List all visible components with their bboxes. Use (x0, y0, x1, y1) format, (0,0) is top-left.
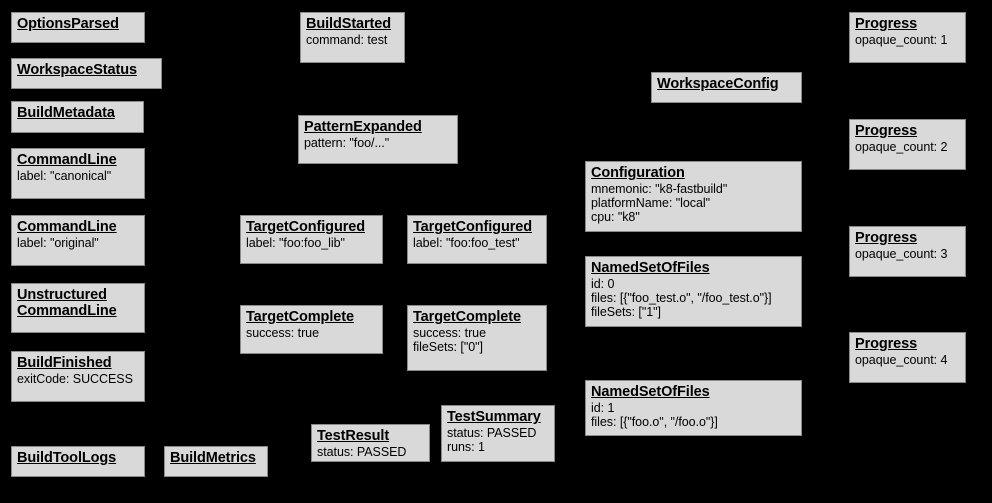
node-title: CommandLine (17, 152, 117, 168)
node-options-parsed[interactable]: OptionsParsed (11, 12, 145, 43)
node-field: opaque_count: 2 (855, 140, 948, 155)
node-field: label: "original" (17, 236, 99, 251)
node-field: files: [{"foo_test.o", "/foo_test.o"}] (591, 291, 772, 306)
node-title: TargetComplete (413, 309, 521, 325)
node-fields: status: PASSED (317, 445, 424, 459)
node-field: cpu: "k8" (591, 210, 640, 225)
node-title: Unstructured CommandLine (17, 287, 117, 320)
node-field: exitCode: SUCCESS (17, 372, 133, 387)
node-field: pattern: "foo/..." (304, 136, 390, 151)
node-field: platformName: "local" (591, 196, 710, 211)
node-field: runs: 1 (447, 440, 485, 455)
node-title: TestSummary (447, 409, 541, 425)
node-fields: label: "foo:foo_test" (413, 236, 541, 250)
node-build-metrics[interactable]: BuildMetrics (164, 446, 268, 477)
node-title: BuildMetrics (170, 450, 256, 466)
node-title: BuildFinished (17, 355, 112, 371)
node-title: WorkspaceConfig (657, 76, 779, 92)
node-fields: pattern: "foo/..." (304, 136, 452, 150)
node-title: TestResult (317, 428, 390, 444)
node-fields: label: "foo:foo_lib" (246, 236, 377, 250)
node-workspace-config[interactable]: WorkspaceConfig (651, 72, 802, 103)
node-title: Progress (855, 123, 918, 139)
node-field: success: true (246, 326, 319, 341)
node-title: BuildMetadata (17, 105, 115, 121)
node-field: id: 0 (591, 277, 615, 292)
node-field: label: "foo:foo_lib" (246, 236, 345, 251)
node-fields: exitCode: SUCCESS (17, 372, 139, 386)
node-field: id: 1 (591, 401, 615, 416)
node-fields: opaque_count: 1 (855, 33, 960, 47)
node-title: Progress (855, 230, 918, 246)
node-title: TargetConfigured (413, 219, 532, 235)
node-field: status: PASSED (447, 426, 537, 441)
node-title: CommandLine (17, 219, 117, 235)
node-title: OptionsParsed (17, 16, 119, 32)
node-unstructured-command-line[interactable]: Unstructured CommandLine (11, 283, 145, 333)
node-field: opaque_count: 4 (855, 353, 948, 368)
node-field: mnemonic: "k8-fastbuild" (591, 182, 728, 197)
node-workspace-status[interactable]: WorkspaceStatus (11, 58, 162, 89)
node-build-metadata[interactable]: BuildMetadata (11, 101, 144, 133)
node-fields: mnemonic: "k8-fastbuild"platformName: "l… (591, 182, 796, 224)
node-field: command: test (306, 33, 388, 48)
node-field: opaque_count: 3 (855, 247, 948, 262)
node-fields: label: "original" (17, 236, 139, 250)
node-field: label: "foo:foo_test" (413, 236, 520, 251)
node-title: WorkspaceStatus (17, 62, 137, 78)
node-title: TargetConfigured (246, 219, 365, 235)
node-field: label: "canonical" (17, 169, 112, 184)
node-fields: success: true (246, 326, 377, 340)
node-fields: opaque_count: 2 (855, 140, 960, 154)
node-fields: opaque_count: 3 (855, 247, 960, 261)
node-field: files: [{"foo.o", "/foo.o"}] (591, 415, 718, 430)
node-field: status: PASSED (317, 445, 407, 460)
node-fields: opaque_count: 4 (855, 353, 960, 367)
node-title: NamedSetOfFiles (591, 384, 710, 400)
node-title: Configuration (591, 165, 685, 181)
node-fields: command: test (306, 33, 399, 47)
node-title: Progress (855, 16, 918, 32)
node-field: success: true (413, 326, 486, 341)
node-build-tool-logs[interactable]: BuildToolLogs (11, 446, 145, 477)
node-title: BuildToolLogs (17, 450, 117, 466)
node-field: opaque_count: 1 (855, 33, 948, 48)
node-fields: label: "canonical" (17, 169, 139, 183)
node-field: fileSets: ["0"] (413, 340, 483, 355)
node-title: BuildStarted (306, 16, 392, 32)
node-title: PatternExpanded (304, 119, 422, 135)
node-title: TargetComplete (246, 309, 354, 325)
node-field: fileSets: ["1"] (591, 305, 661, 320)
node-title: NamedSetOfFiles (591, 260, 710, 276)
node-title: Progress (855, 336, 918, 352)
